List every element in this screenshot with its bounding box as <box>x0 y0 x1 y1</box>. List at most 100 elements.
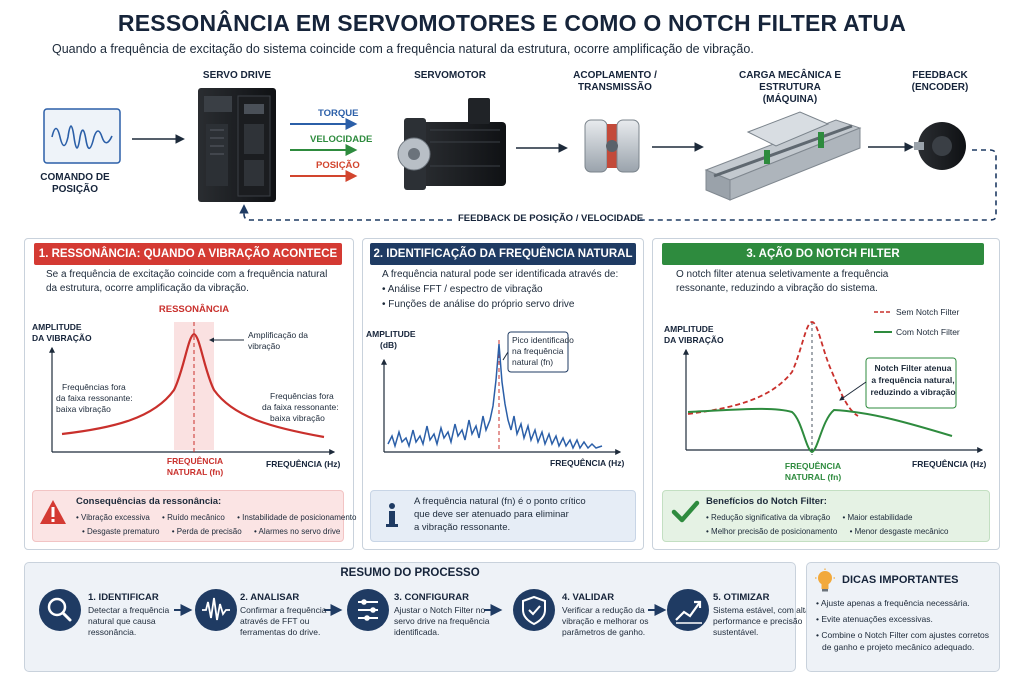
consequence-item: • Ruído mecânico <box>162 513 225 522</box>
legend-without-notch: Sem Notch Filter <box>896 307 960 317</box>
mechanical-load-icon <box>704 111 862 201</box>
notch-note-3: reduzindo a vibração <box>870 387 956 397</box>
left-note-2: da faixa ressonante: <box>56 393 133 403</box>
warning-icon <box>40 500 66 524</box>
notch-note-1: Notch Filter atenua <box>874 363 952 373</box>
benefits-title: Benefícios do Notch Filter: <box>706 496 827 507</box>
benefit-item: • Menor desgaste mecânico <box>849 527 949 536</box>
growth-chart-icon <box>667 589 709 631</box>
summary-title: RESUMO DO PROCESSO <box>340 567 480 579</box>
without-notch-curve <box>687 321 859 417</box>
p2-xlabel: FREQUÊNCIA (Hz) <box>550 458 625 468</box>
step-5-desc-2: performance e precisão <box>713 616 803 626</box>
peak-label-1: Pico identificado <box>512 335 574 345</box>
torque-label: TORQUE <box>318 108 359 119</box>
servo-drive-label: SERVO DRIVE <box>202 70 272 81</box>
with-notch-curve <box>687 407 953 454</box>
p1-fn-label-1: FREQUÊNCIA <box>166 456 224 466</box>
servomotor-label: SERVOMOTOR <box>414 70 486 81</box>
panel-notch-text: O notch filter atenua seletivamente a fr… <box>676 269 889 294</box>
resonance-label: RESSONÂNCIA <box>158 304 230 315</box>
p1-fn-label-2: NATURAL (fn) <box>166 467 224 477</box>
shield-check-icon <box>513 589 555 631</box>
tips-box <box>806 562 1000 672</box>
step-4-title: 4. VALIDAR <box>562 592 615 603</box>
page-subtitle: Quando a frequência de excitação do sist… <box>52 42 754 56</box>
panel-resonance-text: Se a frequência de excitação coincide co… <box>46 269 328 294</box>
magnifier-icon <box>39 589 81 631</box>
step-2-desc-2: através de FFT ou <box>240 616 310 626</box>
benefits-box <box>662 490 990 542</box>
step-1-desc-3: ressonância. <box>88 627 137 637</box>
info-line-2: que deve ser atenuado para eliminar <box>414 509 569 520</box>
velocity-label: VELOCIDADE <box>310 134 373 145</box>
command-label: COMANDO DE POSIÇÃO <box>40 172 110 195</box>
consequence-item: • Desgaste prematuro <box>82 527 160 536</box>
step-3-desc-1: Ajustar o Notch Filter no <box>394 605 486 615</box>
tip-3: • Combine o Notch Filter com ajustes cor… <box>816 630 990 640</box>
command-signal-icon <box>43 108 121 164</box>
checkmark-icon <box>671 500 700 523</box>
p1-xlabel: FREQUÊNCIA (Hz) <box>266 459 341 469</box>
fft-spectrum-line <box>387 343 603 450</box>
right-note-1: Frequências fora <box>270 391 334 401</box>
servomotor-icon <box>397 98 506 190</box>
p3-ylabel-2: DA VIBRAÇÃO <box>664 335 724 345</box>
system-flow-diagram <box>43 88 997 221</box>
right-note-3: baixa vibração <box>270 413 325 423</box>
panel-identification-text: A frequência natural pode ser identifica… <box>382 269 619 280</box>
p3-fn-label-2: NATURAL (fn) <box>784 472 842 482</box>
panel-resonance-title: 1. RESSONÂNCIA: QUANDO A VIBRAÇÃO ACONTE… <box>34 243 342 265</box>
encoder-icon <box>914 122 966 170</box>
lightbulb-icon <box>815 568 835 592</box>
benefit-item: • Maior estabilidade <box>842 513 913 522</box>
fft-spectrum-chart <box>381 331 622 455</box>
info-line-3: a vibração ressonante. <box>414 522 511 533</box>
peak-label-2: na frequência <box>512 346 564 356</box>
benefit-item: • Melhor precisão de posicionamento <box>706 527 838 536</box>
step-1-desc-1: Detectar a frequência <box>88 605 170 615</box>
left-note-1: Frequências fora <box>62 382 126 392</box>
consequence-item: • Perda de precisão <box>171 527 242 536</box>
step-2-title: 2. ANALISAR <box>240 592 300 603</box>
process-summary <box>24 562 796 672</box>
step-3-desc-3: identificada. <box>394 627 440 637</box>
consequence-item: • Alarmes no servo drive <box>253 527 341 536</box>
p2-ylabel-2: (dB) <box>380 340 397 350</box>
panel-notch-title: 3. AÇÃO DO NOTCH FILTER <box>662 243 984 265</box>
tip-1: • Ajuste apenas a frequência necessária. <box>816 598 970 608</box>
position-label: POSIÇÃO <box>316 160 360 171</box>
consequence-item: • Vibração excessiva <box>76 513 150 522</box>
consequence-item: • Instabilidade de posicionamento <box>237 513 357 522</box>
step-4-desc-3: parâmetros de ganho. <box>562 627 646 637</box>
notch-note-2: a frequência natural, <box>871 375 955 385</box>
step-5-desc-1: Sistema estável, com alta <box>713 605 810 615</box>
p3-xlabel: FREQUÊNCIA (Hz) <box>912 459 987 469</box>
servo-drive-icon <box>198 88 276 202</box>
left-note-3: baixa vibração <box>56 404 111 414</box>
p2-ylabel-1: AMPLITUDE <box>366 329 416 339</box>
notch-filter-chart <box>683 311 984 455</box>
identification-bullet-drive: • Funções de análise do próprio servo dr… <box>382 299 575 310</box>
feedback-loop-label: FEEDBACK DE POSIÇÃO / VELOCIDADE <box>458 213 644 224</box>
p3-fn-label-1: FREQUÊNCIA <box>784 461 842 471</box>
identification-bullet-fft: • Análise FFT / espectro de vibração <box>382 284 543 295</box>
panel-identification-title: 2. IDENTIFICAÇÃO DA FREQUÊNCIA NATURAL <box>370 243 636 265</box>
tip-4: de ganho e projeto mecânico adequado. <box>822 642 975 652</box>
resonance-curve <box>61 332 325 439</box>
load-label: CARGA MECÂNICA E ESTRUTURA (MÁQUINA) <box>738 70 842 105</box>
step-2-desc-1: Confirmar a frequência <box>240 605 327 615</box>
process-steps-graphic <box>39 589 709 631</box>
feedback-label: FEEDBACK (ENCODER) <box>911 70 969 93</box>
p3-ylabel-1: AMPLITUDE <box>664 324 714 334</box>
amplification-label-2: vibração <box>248 341 281 351</box>
p1-ylabel-1: AMPLITUDE <box>32 322 82 332</box>
benefit-item: • Redução significativa da vibração <box>706 513 831 522</box>
right-note-2: da faixa ressonante: <box>262 402 339 412</box>
step-3-title: 3. CONFIGURAR <box>394 592 469 603</box>
waveform-icon <box>195 589 237 631</box>
step-1-desc-2: natural que causa <box>88 616 156 626</box>
amplification-label-1: Amplificação da <box>248 330 309 340</box>
step-4-desc-1: Verificar a redução da <box>562 605 645 615</box>
step-2-desc-3: ferramentas do drive. <box>240 627 321 637</box>
